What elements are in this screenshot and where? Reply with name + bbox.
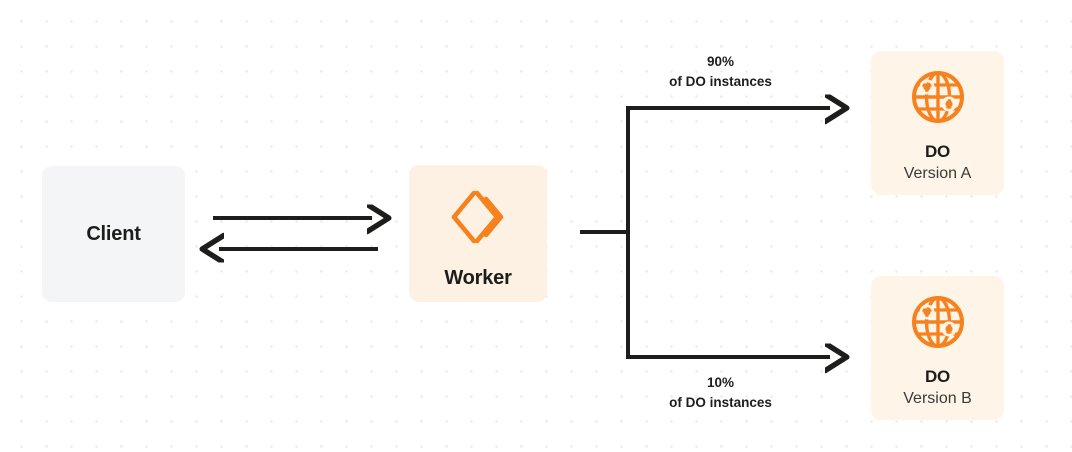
- node-do-version-b[interactable]: DO Version B: [871, 276, 1004, 420]
- node-client[interactable]: Client: [42, 166, 185, 302]
- edge-label-do-b: 10% of DO instances: [628, 373, 813, 412]
- edge-label-do-b-description: of DO instances: [669, 394, 772, 410]
- edge-label-do-a-percent: 90%: [706, 54, 735, 69]
- cloudflare-workers-icon: [447, 186, 509, 253]
- node-worker[interactable]: Worker: [409, 165, 547, 302]
- node-do-version-a[interactable]: DO Version A: [871, 51, 1004, 195]
- node-do-a-subtitle: Version A: [903, 165, 972, 182]
- durable-object-globe-icon: [908, 67, 968, 132]
- node-do-b-subtitle: Version B: [903, 390, 972, 407]
- node-do-b-title: DO: [924, 367, 951, 386]
- node-do-a-title: DO: [924, 142, 951, 161]
- node-worker-label: Worker: [444, 267, 512, 289]
- edge-label-do-b-percent: 10%: [706, 375, 735, 390]
- durable-object-globe-icon: [908, 292, 968, 357]
- node-client-label: Client: [86, 222, 141, 245]
- branch-trunk: [580, 110, 630, 355]
- edge-label-do-a-description: of DO instances: [669, 73, 772, 89]
- edge-label-do-a: 90% of DO instances: [628, 52, 813, 91]
